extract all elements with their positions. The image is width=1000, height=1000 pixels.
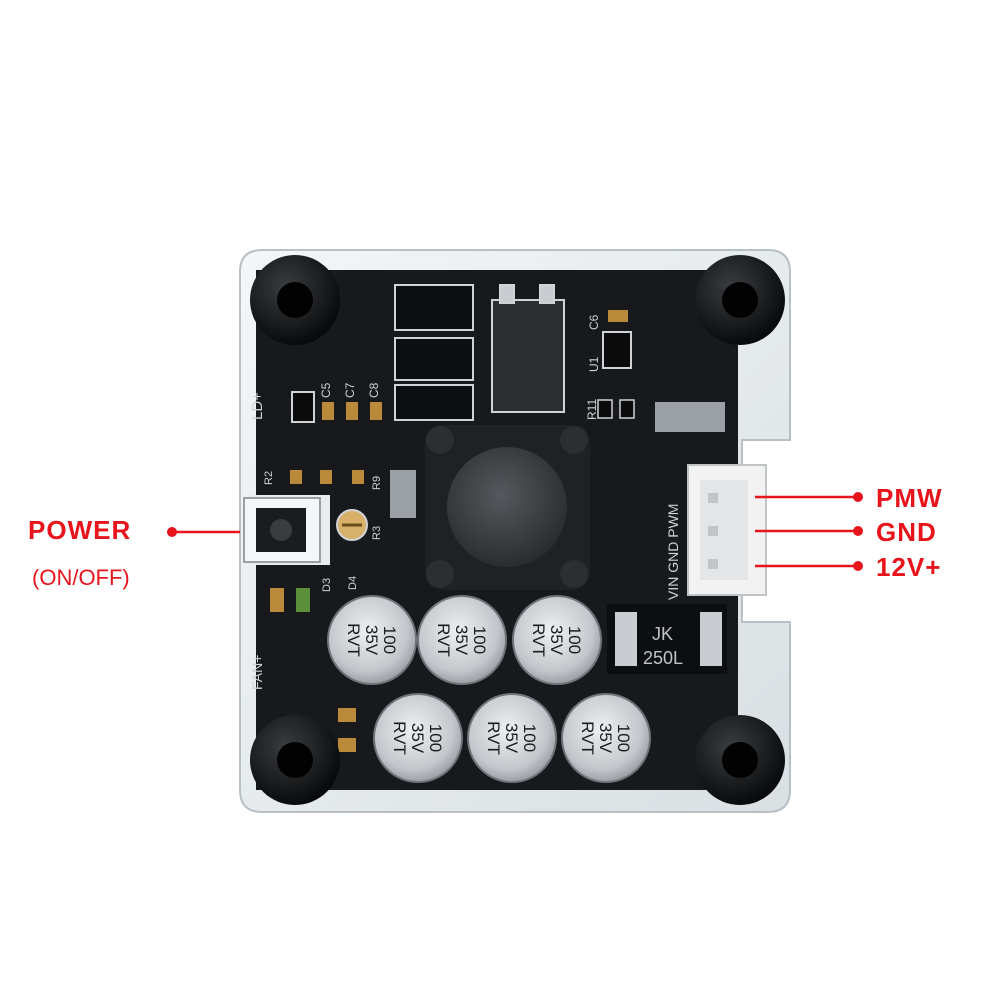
silk-c7: C7	[343, 382, 357, 398]
capacitor-label: RVT	[344, 623, 363, 657]
capacitor-label: 35V	[452, 625, 471, 656]
capacitor-label: 100	[614, 724, 633, 752]
fan-connector	[687, 464, 767, 596]
silk-r11: R11	[585, 399, 599, 420]
silk-u1: U1	[587, 356, 601, 372]
capacitor-label: 100	[470, 626, 489, 654]
silk-c6: C6	[587, 314, 601, 330]
smd-inductor	[607, 604, 727, 674]
capacitor-label: 35V	[596, 723, 615, 754]
silk-c5: C5	[319, 382, 333, 398]
capacitor-label: RVT	[578, 721, 597, 755]
capacitor-label: 35V	[362, 625, 381, 656]
capacitor-label: 100	[565, 626, 584, 654]
silkscreen-labels: LD+ FAN+ C5 C7 C8 C6 U1 R11 R2 R9 R3 D3 …	[249, 314, 683, 690]
capacitor-label: 35V	[502, 723, 521, 754]
callout-lines	[167, 492, 863, 571]
silk-r2: R2	[263, 471, 275, 485]
capacitor-label: RVT	[390, 721, 409, 755]
capacitor-label: RVT	[484, 721, 503, 755]
power-sublabel: (ON/OFF)	[32, 565, 130, 590]
potentiometer-icon	[336, 509, 368, 541]
capacitor-label: 100	[380, 626, 399, 654]
smd-parts-top	[394, 284, 565, 421]
capacitor-label: RVT	[529, 623, 548, 657]
12v-label: 12V+	[876, 552, 942, 582]
silk-connector-pins: VIN GND PWM	[665, 504, 681, 600]
gnd-label: GND	[876, 517, 937, 547]
capacitor-label: 35V	[547, 625, 566, 656]
pmw-label: PMW	[876, 483, 943, 513]
inductor	[425, 425, 590, 590]
small-components	[270, 310, 725, 752]
silk-r3: R3	[371, 526, 383, 540]
silk-c8: C8	[367, 382, 381, 398]
silk-d3: D3	[321, 578, 333, 592]
capacitor-label: 100	[520, 724, 539, 752]
capacitor-label: RVT	[434, 623, 453, 657]
silk-inductor-2: 250L	[643, 648, 683, 668]
silk-fan: FAN+	[249, 655, 265, 690]
power-label: POWER	[28, 515, 132, 545]
capacitor-label: 35V	[408, 723, 427, 754]
silk-ld: LD+	[249, 392, 266, 420]
silk-d4: D4	[347, 576, 359, 590]
silk-inductor-1: JK	[652, 624, 673, 644]
capacitor-label: 100	[426, 724, 445, 752]
tact-switch-icon[interactable]	[243, 497, 321, 563]
silk-r9: R9	[371, 476, 383, 490]
mounting-screw-icon	[250, 255, 785, 805]
